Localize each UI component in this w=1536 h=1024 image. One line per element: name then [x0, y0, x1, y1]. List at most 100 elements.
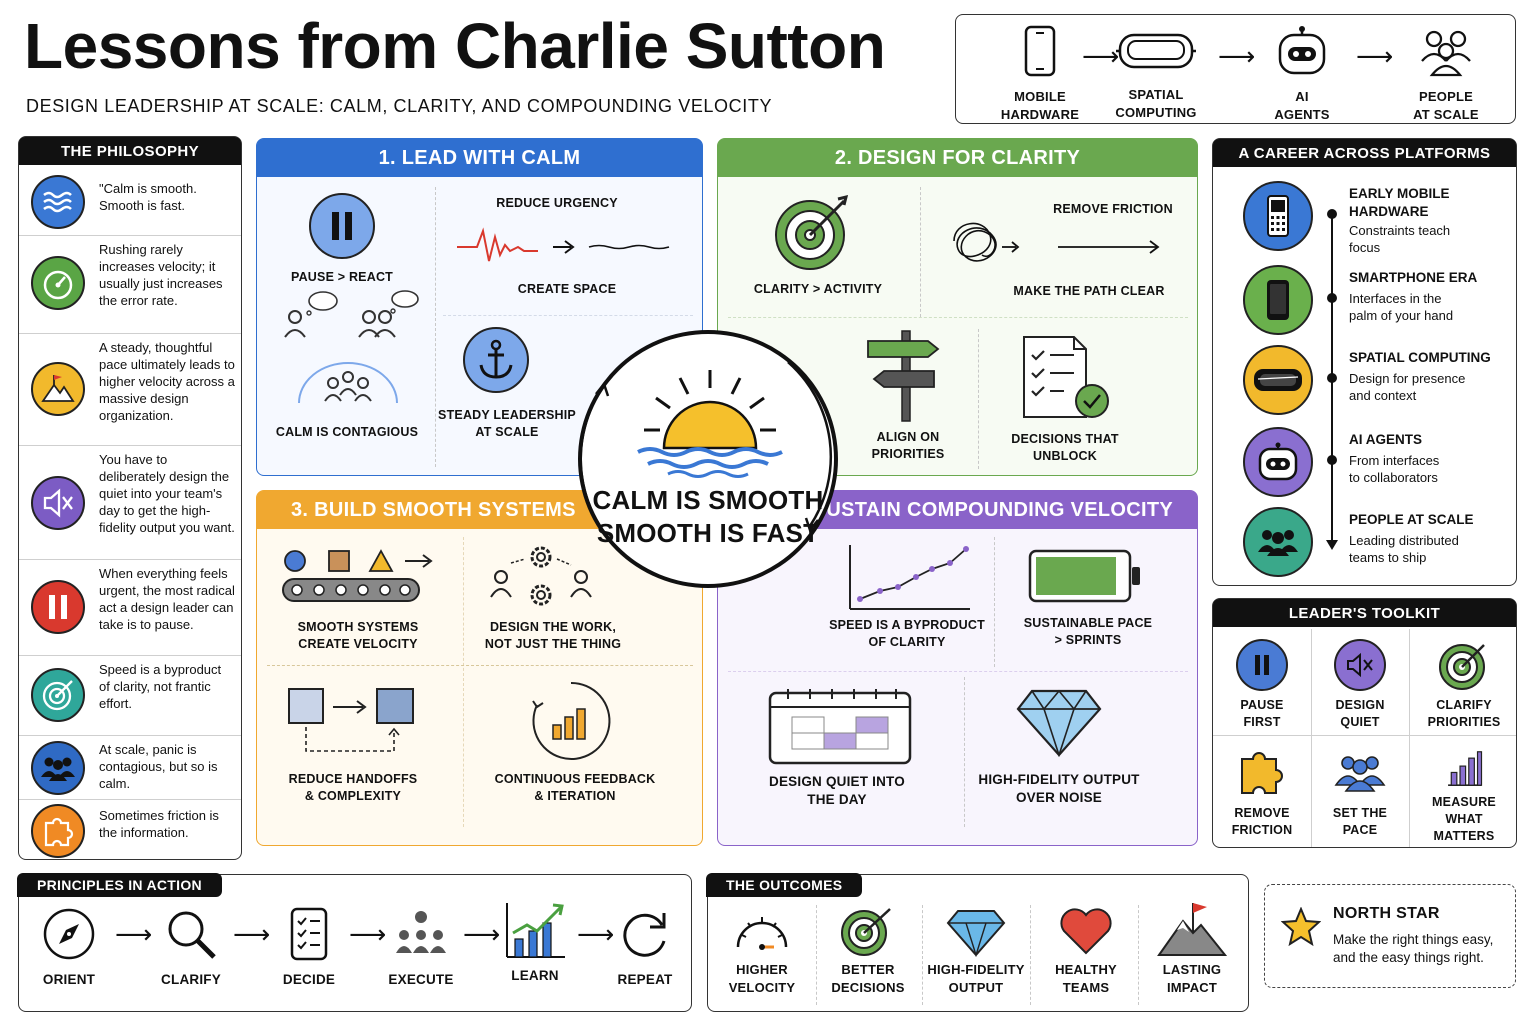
sunrise-icon: [637, 370, 783, 478]
magnifier-icon: [168, 911, 216, 959]
cycle-icon: [623, 913, 666, 957]
urgency-to-calm-icon: [457, 227, 670, 262]
philosophy-item: Sometimes friction is the information.: [19, 799, 241, 859]
toolkit-header: LEADER'S TOOLKIT: [1213, 599, 1516, 627]
pause-icon: [31, 580, 85, 634]
motto-line-1: CALM IS SMOOTH: [592, 485, 824, 515]
target-icon: [775, 194, 849, 270]
mountain-flag-icon: [1157, 903, 1227, 956]
tangle-to-path-icon: [953, 222, 1160, 262]
calendar-icon: [768, 689, 912, 765]
arrow-right-icon: ⟶: [577, 919, 615, 949]
conveyor-belt-icon: [282, 549, 433, 602]
gears-people-icon: [490, 546, 592, 606]
principle-step: ORIENT: [19, 907, 119, 989]
team-icon: [1334, 756, 1386, 792]
pause-icon: [1236, 639, 1288, 691]
bar-chart-icon: [1448, 751, 1483, 786]
feedback-loop-icon: [532, 681, 611, 760]
arrow-right-icon: ⟶: [233, 919, 271, 949]
principle-step: DECIDE: [259, 907, 359, 989]
robot-icon: [1278, 26, 1326, 75]
philosophy-item: You have to deliberately design the quie…: [19, 445, 241, 559]
design-for-clarity-header: 2. DESIGN FOR CLARITY: [718, 139, 1197, 177]
center-motto-badge: CALM IS SMOOTH SMOOTH IS FAST: [578, 330, 838, 588]
philosophy-item: Rushing rarely increases velocity; it us…: [19, 235, 241, 333]
compounding-velocity-panel: 4. SUSTAIN COMPOUNDING VELOCITY SPEED IS…: [717, 490, 1198, 846]
mute-speaker-icon: [31, 476, 85, 530]
waves-icon: [31, 175, 85, 229]
line-chart-icon: [849, 545, 970, 610]
mute-speaker-icon: [1334, 639, 1386, 691]
target-icon: [841, 908, 891, 956]
growth-chart-icon: [506, 903, 565, 958]
robot-icon: [1243, 427, 1313, 497]
philosophy-item: Speed is a byproduct of clarity, not fra…: [19, 655, 241, 735]
diamond-icon: [946, 910, 1006, 957]
signpost-icon: [867, 330, 940, 422]
philosophy-panel: THE PHILOSOPHY "Calm is smooth. Smooth i…: [18, 136, 242, 860]
puzzle-icon: [31, 804, 85, 858]
checklist-icon: [1023, 336, 1109, 418]
people-talking-icon: [284, 290, 419, 338]
arrow-right-icon: ⟶: [1082, 41, 1120, 71]
speedometer-icon: [31, 256, 85, 310]
arrow-right-icon: ⟶: [1356, 41, 1394, 71]
lead-with-calm-header: 1. LEAD WITH CALM: [257, 139, 702, 177]
team-icon: [1243, 507, 1313, 577]
battery-icon: [1028, 549, 1140, 603]
star-icon: [1281, 907, 1321, 947]
gauge-icon: [736, 917, 788, 950]
arrow-right-icon: ⟶: [463, 919, 501, 949]
compass-icon: [43, 908, 95, 960]
phone-icon: [1024, 25, 1056, 77]
motto-line-2: SMOOTH IS FAST: [596, 517, 820, 548]
target-icon: [31, 668, 85, 722]
team-icon: [31, 741, 85, 795]
vr-headset-icon: [1116, 33, 1196, 69]
arrow-right-icon: ⟶: [349, 919, 387, 949]
heart-icon: [1060, 908, 1112, 955]
handoff-blocks-icon: [288, 688, 414, 752]
puzzle-icon: [1241, 752, 1283, 794]
diamond-icon: [1016, 689, 1102, 757]
philosophy-item: When everything feels urgent, the most r…: [19, 559, 241, 655]
philosophy-header: THE PHILOSOPHY: [19, 137, 241, 165]
page-subtitle: DESIGN LEADERSHIP AT SCALE: CALM, CLARIT…: [26, 96, 773, 116]
arrow-right-icon: ⟶: [115, 919, 153, 949]
north-star-title: NORTH STAR: [1333, 905, 1440, 922]
feature-phone-icon: [1243, 181, 1313, 251]
principle-step: EXECUTE: [371, 907, 471, 989]
smartphone-icon: [1243, 265, 1313, 335]
outcomes-header: THE OUTCOMES: [706, 873, 863, 897]
vr-headset-icon: [1243, 345, 1313, 415]
philosophy-item: At scale, panic is contagious, but so is…: [19, 735, 241, 799]
checklist-icon: [290, 907, 328, 961]
principles-panel: PRINCIPLES IN ACTION ORIENT ⟶ CLARIFY ⟶ …: [17, 873, 692, 1012]
philosophy-item: "Calm is smooth. Smooth is fast.: [19, 167, 241, 237]
career-header: A CAREER ACROSS PLATFORMS: [1213, 139, 1516, 167]
